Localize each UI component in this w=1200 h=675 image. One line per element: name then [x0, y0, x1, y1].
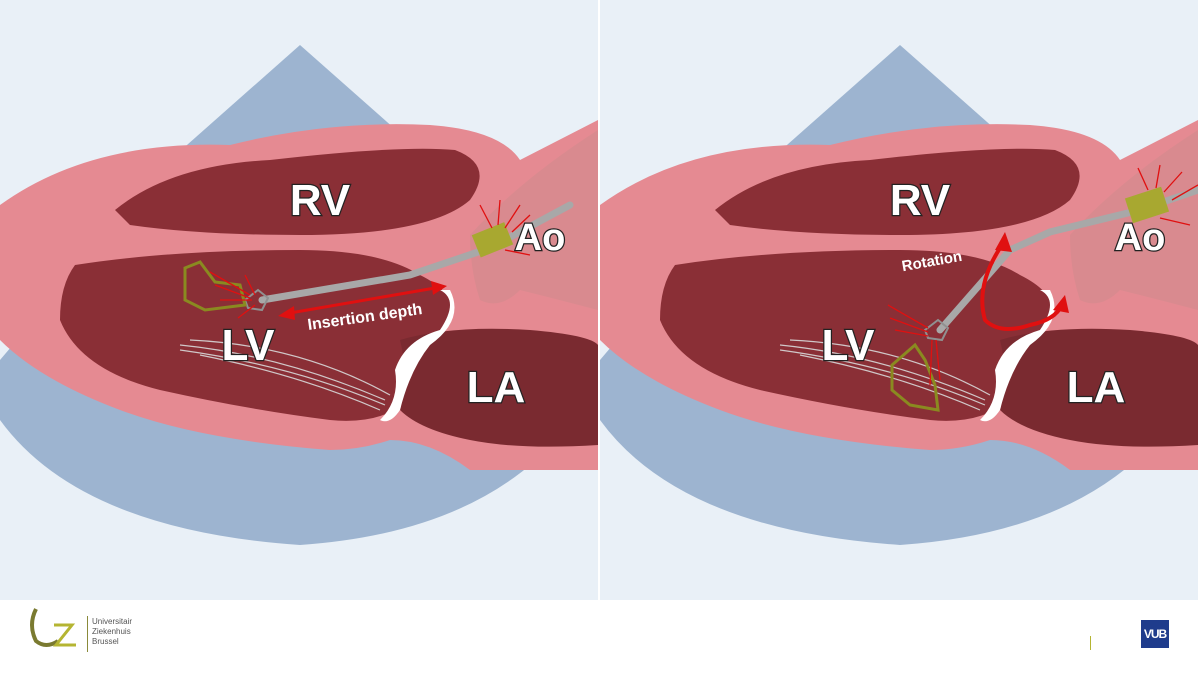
- uz-brussel-text: Universitair Ziekenhuis Brussel: [92, 617, 132, 647]
- label-ao: Ao: [1115, 217, 1166, 259]
- rv-cavity: [715, 148, 1080, 235]
- rv-cavity: [115, 148, 480, 235]
- label-lv: LV: [222, 321, 276, 370]
- rotation-arrow: [980, 232, 1069, 331]
- chordae: [779, 339, 991, 411]
- panel-rotation: RV LV LA Ao Rotation: [600, 0, 1198, 600]
- label-la: LA: [1067, 363, 1126, 412]
- imaging-outline: [890, 342, 940, 412]
- panel-insertion-depth: RV LV LA Ao Insertion depth: [0, 0, 598, 600]
- probe-tip: [243, 288, 270, 312]
- heart-diagram-left: RV LV LA Ao Insertion depth: [0, 0, 598, 600]
- label-ao: Ao: [515, 217, 566, 259]
- uz-brussel-logo: [30, 608, 76, 647]
- ultrasound-rays: [887, 164, 1198, 386]
- lv-cavity: [60, 250, 452, 421]
- lv-cavity: [660, 250, 1052, 421]
- chordae: [179, 339, 391, 411]
- logo-line-2: Ziekenhuis: [92, 627, 131, 636]
- label-la: LA: [467, 363, 526, 412]
- footer: [0, 600, 1200, 675]
- transducer-box: [1124, 186, 1170, 224]
- la-cavity: [400, 328, 598, 447]
- logo-line-1: Universitair: [92, 617, 133, 626]
- imaging-outline: [183, 260, 247, 312]
- catheter-probe: [258, 201, 574, 304]
- transducer-box: [471, 222, 514, 258]
- mitral-valve: [380, 290, 455, 422]
- probe-tip: [923, 318, 950, 342]
- logo-divider: [87, 616, 88, 652]
- vub-logo: VUB: [1141, 620, 1169, 648]
- logo-line-3: Brussel: [92, 637, 119, 646]
- vub-divider: [1090, 636, 1091, 650]
- la-cavity: [1000, 328, 1198, 447]
- heart-diagram-right: RV LV LA Ao Rotation: [600, 0, 1198, 600]
- mitral-valve: [980, 290, 1055, 422]
- ultrasound-rays: [209, 199, 531, 319]
- label-rv: RV: [290, 176, 351, 225]
- aorta: [470, 130, 598, 310]
- insertion-depth-arrow: [278, 281, 447, 320]
- label-lv: LV: [822, 321, 876, 370]
- label-rv: RV: [890, 176, 951, 225]
